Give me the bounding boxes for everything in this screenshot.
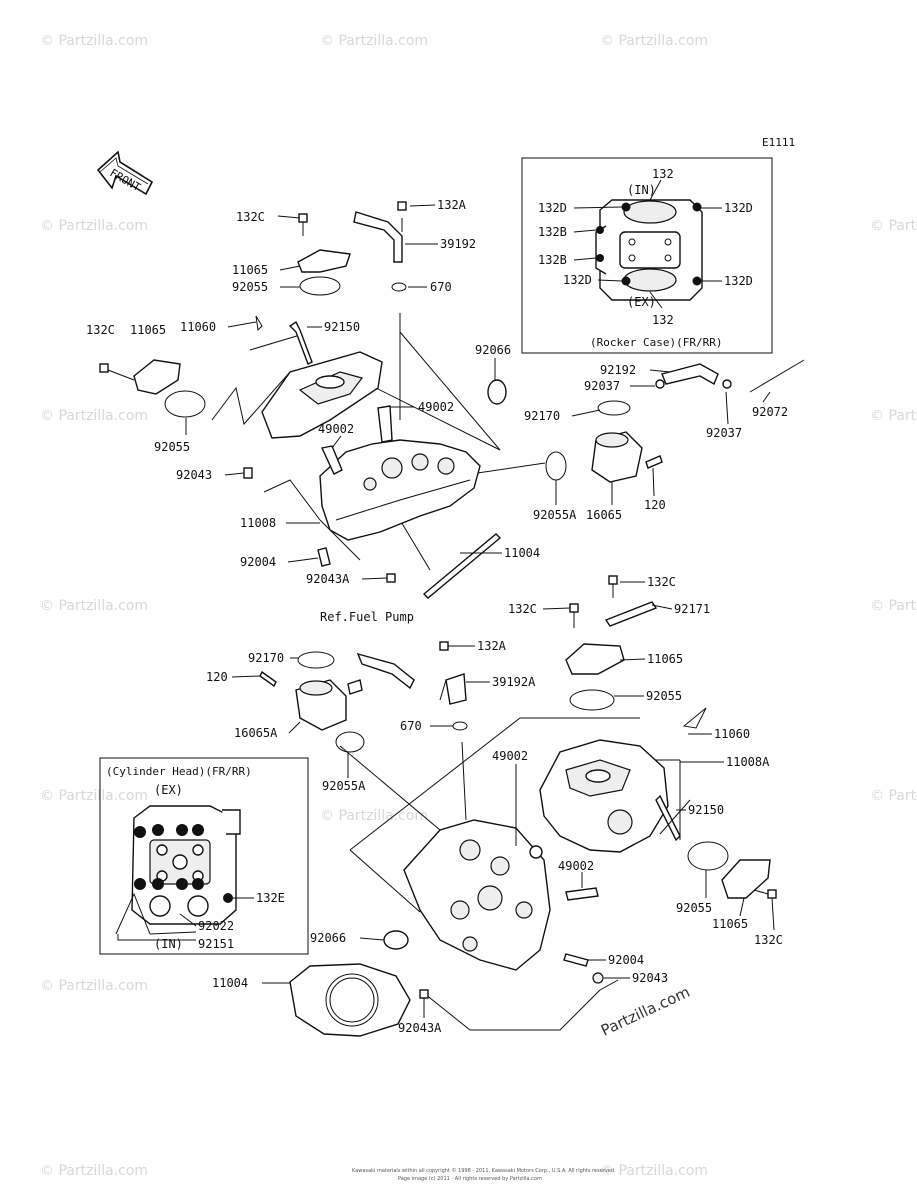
- callout-label: 132B: [538, 253, 567, 267]
- callout-label: 92055: [232, 280, 268, 294]
- callout-label: (IN): [627, 183, 656, 197]
- callout-label: 49002: [418, 400, 454, 414]
- footer-page-credit: Page image (c) 2011 - All rights reserve…: [398, 1176, 542, 1182]
- callout-label: 39192A: [492, 675, 536, 689]
- callout-label: 132A: [437, 198, 467, 212]
- callout-label: 120: [206, 670, 228, 684]
- callout-label: 92066: [310, 931, 346, 945]
- watermark: © Partzilla.com: [40, 598, 148, 614]
- reference-label: Ref.Fuel Pump: [320, 610, 414, 624]
- callout-label: 11008: [240, 516, 276, 530]
- callout-label: 132D: [563, 273, 592, 287]
- watermark: © Partzilla.com: [40, 408, 148, 424]
- callout-label: 92055: [676, 901, 712, 915]
- callout-label: 11065: [712, 917, 748, 931]
- watermark: © Partzilla.com: [40, 33, 148, 49]
- inset-title: (Rocker Case)(FR/RR): [590, 336, 722, 349]
- watermark: © Partzilla.com: [40, 788, 148, 804]
- upper-assembly: 132C 132A 39192 11065 92055 670 11060 92…: [86, 198, 805, 599]
- inset-title: (Cylinder Head)(FR/RR): [106, 765, 252, 778]
- callout-label: 92043: [632, 971, 668, 985]
- callout-label: 49002: [492, 749, 528, 763]
- callout-label: 11065: [647, 652, 683, 666]
- callout-label: 92043: [176, 468, 212, 482]
- callout-label: 92043A: [398, 1021, 442, 1035]
- callout-label: 670: [430, 280, 452, 294]
- watermark: © Partzilla.com: [320, 808, 428, 824]
- callout-label: 11004: [504, 546, 540, 560]
- diagram-id: E1111: [762, 136, 795, 149]
- callout-label: 11004: [212, 976, 248, 990]
- callout-label: 92037: [706, 426, 742, 440]
- inset-cylinder-head: (Cylinder Head)(FR/RR) (EX) 132E 92022 (…: [99, 757, 309, 955]
- callout-label: 11008A: [726, 755, 770, 769]
- lower-assembly: Ref.Fuel Pump 132C 92171 132C 11065 132A…: [206, 575, 783, 1037]
- watermark: © Partzilla.com: [40, 218, 148, 234]
- front-arrow-icon: FRONT: [96, 150, 154, 196]
- callout-label: 132E: [256, 891, 285, 905]
- callout-label: 132D: [538, 201, 567, 215]
- callout-label: 92072: [752, 405, 788, 419]
- callout-label: 11065: [130, 323, 166, 337]
- callout-label: 132: [652, 313, 674, 327]
- watermark: © Partzilla.com: [600, 33, 708, 49]
- callout-label: 132C: [647, 575, 676, 589]
- callout-label: 92150: [688, 803, 724, 817]
- callout-label: 92170: [248, 651, 284, 665]
- watermark: © Partzilla.com: [320, 33, 428, 49]
- callout-label: 92004: [608, 953, 644, 967]
- callout-label: (EX): [627, 295, 656, 309]
- callout-label: 92066: [475, 343, 511, 357]
- watermark: © Partzilla.com: [870, 788, 917, 804]
- callout-label: 11060: [180, 320, 216, 334]
- callout-label: 92055A: [533, 508, 577, 522]
- watermark: © Partzilla.com: [40, 978, 148, 994]
- watermark: © Partzilla.com: [600, 1163, 708, 1179]
- watermark: © Partzilla.com: [40, 1163, 148, 1179]
- callout-label: 92171: [674, 602, 710, 616]
- callout-label: 92022: [198, 919, 234, 933]
- watermark: © Partzilla.com: [870, 598, 917, 614]
- callout-label: 11065: [232, 263, 268, 277]
- callout-label: 11060: [714, 727, 750, 741]
- brand-label: Partzilla.com: [598, 983, 693, 1040]
- watermark: © Partzilla.com: [870, 218, 917, 234]
- callout-label: 92170: [524, 409, 560, 423]
- watermark-layer: © Partzilla.com © Partzilla.com © Partzi…: [40, 33, 917, 1179]
- callout-label: 670: [400, 719, 422, 733]
- inset-rocker-case: 132 (IN) 132D 132B 132B 132D 132D 132D (…: [521, 157, 773, 354]
- watermark: © Partzilla.com: [870, 408, 917, 424]
- callout-label: 92055: [646, 689, 682, 703]
- callout-label: 92150: [324, 320, 360, 334]
- callout-label: 132: [652, 167, 674, 181]
- callout-label: (IN): [154, 937, 183, 951]
- callout-label: 92037: [584, 379, 620, 393]
- callout-label: 49002: [558, 859, 594, 873]
- callout-label: 92192: [600, 363, 636, 377]
- footer-copyright: Kawasaki materials within all copyright …: [352, 1167, 616, 1174]
- callout-label: 92055: [154, 440, 190, 454]
- callout-label: 49002: [318, 422, 354, 436]
- callout-label: 132C: [236, 210, 265, 224]
- callout-label: 132C: [754, 933, 783, 947]
- callout-label: 120: [644, 498, 666, 512]
- callout-label: (EX): [154, 783, 183, 797]
- callout-label: 16065: [586, 508, 622, 522]
- callout-label: 132D: [724, 274, 753, 288]
- callout-label: 132B: [538, 225, 567, 239]
- callout-label: 132D: [724, 201, 753, 215]
- callout-label: 132A: [477, 639, 507, 653]
- callout-label: 92151: [198, 937, 234, 951]
- callout-label: 39192: [440, 237, 476, 251]
- callout-label: 92055A: [322, 779, 366, 793]
- callout-label: 92043A: [306, 572, 350, 586]
- callout-label: 132C: [86, 323, 115, 337]
- callout-label: 92004: [240, 555, 276, 569]
- callout-label: 16065A: [234, 726, 278, 740]
- callout-label: 132C: [508, 602, 537, 616]
